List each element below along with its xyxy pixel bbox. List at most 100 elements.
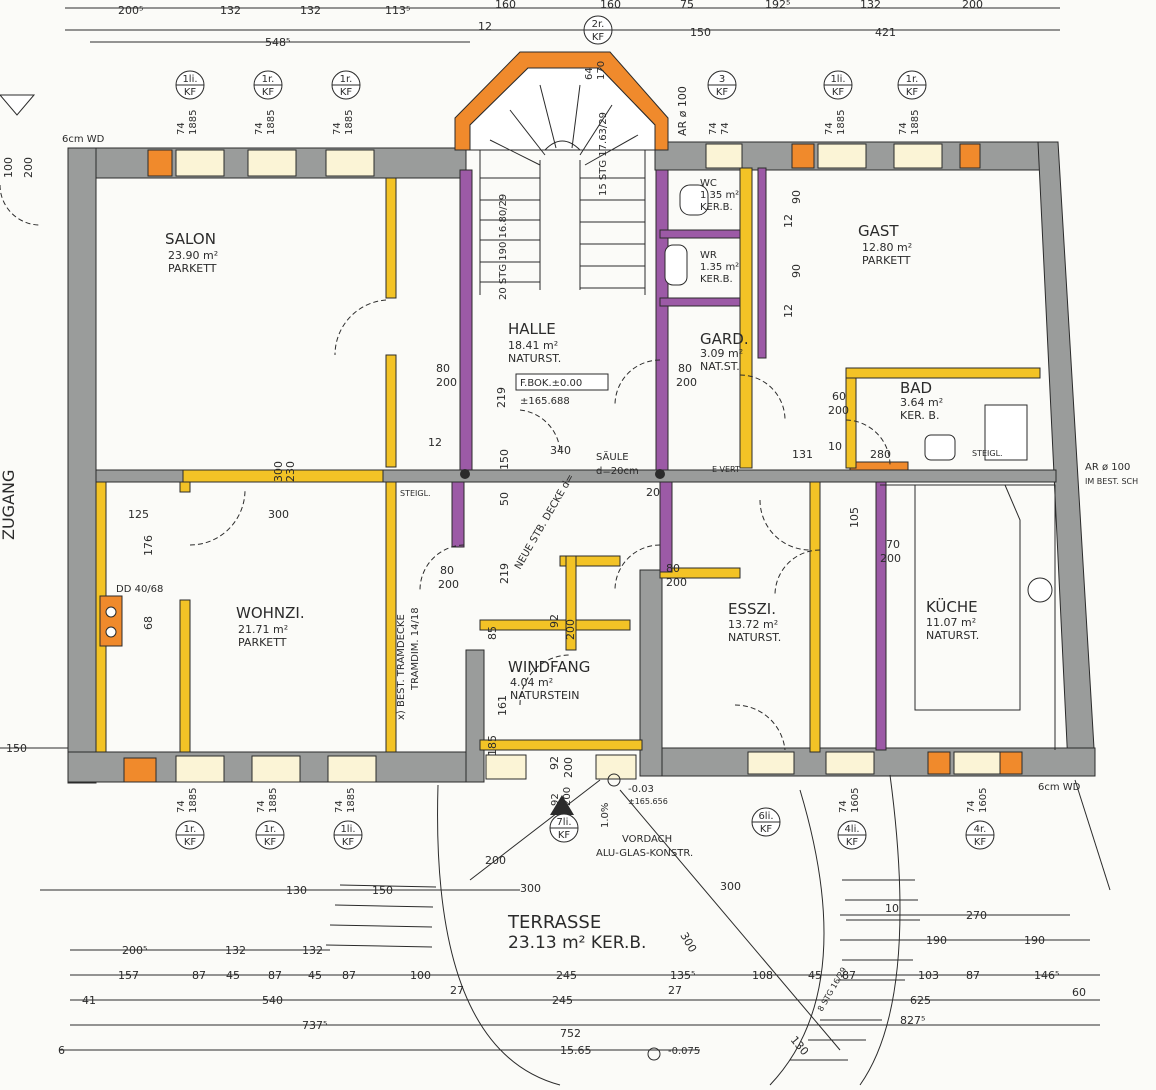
dim-label: 737⁵ (302, 1019, 327, 1032)
dim-label: 12 (782, 214, 795, 228)
dim-label: 185 (486, 735, 499, 756)
fbok-box (515, 373, 609, 391)
dim-label: 132 (302, 944, 323, 957)
room-area: 23.13 m² KER.B. (508, 933, 646, 953)
inner-dimension-labels: 125 300 176 68 340 219 12 80 200 80 200 … (2, 157, 901, 778)
ar-right-label: AR ø 100 (1085, 462, 1130, 473)
room-label-wohnzi: WOHNZI. 21.71 m² PARKETT (236, 604, 305, 649)
vordach2-label: ALU-GLAS-KONSTR. (596, 848, 693, 859)
window-tag-height: 1885 (268, 788, 279, 813)
dim-label: 131 (792, 448, 813, 461)
dim-label: 300 (268, 508, 289, 521)
room-name: WOHNZI. (236, 604, 305, 622)
window-tag-side: 4li. (844, 824, 859, 835)
level-entry-abs-label: ±165.656 (628, 797, 668, 806)
window-tag-kf: KF (342, 837, 355, 848)
window-tag-height: 200 (562, 787, 573, 806)
window-tag-side: 2r. (592, 19, 605, 30)
room-floor: NATURST. (508, 352, 561, 365)
dim-label: 27 (450, 984, 464, 997)
room-floor: PARKETT (862, 254, 911, 267)
dim-label: 92 (548, 756, 561, 770)
dim-label: 540 (262, 994, 283, 1007)
bottom-dimension-labels: 200⁵ 132 132 157 87 45 87 45 87 100 245 … (6, 742, 1086, 1058)
room-floor: PARKETT (168, 262, 217, 275)
dim-label: 200 (485, 854, 506, 867)
dim-label: 200 (564, 619, 577, 640)
wd-top-label: 6cm WD (62, 134, 105, 145)
dim-label: 200 (22, 157, 35, 178)
room-area: 4.04 m² (510, 676, 553, 689)
dim-label: 132 (225, 944, 246, 957)
chimney-flue (105, 606, 117, 618)
dim-label: 300 (720, 880, 741, 893)
window-tag-kf: KF (184, 87, 197, 98)
window-tag-side: 1r. (184, 824, 197, 835)
window-tag-width: 74 (898, 122, 909, 135)
room-name: TERRASSE (507, 912, 601, 933)
window-tag-width: 74 (824, 122, 835, 135)
dim-label: 190 (926, 934, 947, 947)
dim-label: 300 (520, 882, 541, 895)
dim-label: 161 (496, 695, 509, 716)
zugang-label: ZUGANG (0, 470, 18, 540)
room-label-gast: GAST 12.80 m² PARKETT (858, 222, 912, 267)
staircase (479, 84, 646, 295)
dim-label: 45 (308, 969, 322, 982)
window-tag-height: 1885 (344, 110, 355, 135)
dim-label: 80 (440, 564, 454, 577)
dim-label: 80 (666, 562, 680, 575)
dd-label: DD 40/68 (116, 584, 163, 595)
room-area: 18.41 m² (508, 339, 558, 352)
window-tag-side: 3 (719, 74, 725, 85)
window-tag-side: 1li. (340, 824, 355, 835)
dim-label: 200 (562, 757, 575, 778)
dim-label: 176 (142, 535, 155, 556)
window-tag-width: 74 (332, 122, 343, 135)
dim-label: 200 (436, 376, 457, 389)
room-floor: NAT.ST. (700, 360, 740, 373)
dim-label: 160 (600, 0, 621, 11)
dim-label: 80 (678, 362, 692, 375)
saeule-d-label: d=20cm (596, 466, 639, 477)
dim-label: 160 (495, 0, 516, 11)
dim-label: 230 (284, 461, 297, 482)
fbok-abs-label: ±165.688 (520, 396, 570, 407)
window-tag-kf: KF (340, 87, 353, 98)
window-tag-height: 1605 (978, 788, 989, 813)
room-label-bad: BAD 3.64 m² KER. B. (900, 379, 943, 422)
window-tag-side: 1r. (906, 74, 919, 85)
window-tag-height: 1885 (346, 788, 357, 813)
window-tag-width: 74 (334, 800, 345, 813)
stg-top-label: 15 STG 17.63/29 (598, 112, 609, 196)
room-area: 3.64 m² (900, 396, 943, 409)
dim-label: 90 (790, 264, 803, 278)
room-floor: KER.B. (700, 202, 733, 213)
level-marker-icon (607, 773, 621, 787)
dim-label: 200 (676, 376, 697, 389)
room-floor: KER. B. (900, 409, 939, 422)
level-marker-icon (647, 1047, 661, 1061)
room-label-esszi: ESSZI. 13.72 m² NATURST. (728, 600, 781, 644)
top-dimension-chain (65, 7, 1060, 43)
room-label-terrasse: TERRASSE 23.13 m² KER.B. (507, 912, 646, 953)
dim-label: 87 (342, 969, 356, 982)
dim-label: 150 (372, 884, 393, 897)
evert-label: E-VERT (712, 465, 740, 474)
dim-label: 92 (548, 614, 561, 628)
dim-label: 80 (436, 362, 450, 375)
window-tag-side: 1r. (264, 824, 277, 835)
dim-label: 200⁵ (118, 4, 143, 17)
dim-label: 68 (142, 616, 155, 630)
window-tag-kf: KF (760, 824, 773, 835)
room-floor: NATURST. (926, 629, 979, 642)
room-name: KÜCHE (926, 597, 978, 616)
window-tag-side: 7li. (556, 817, 571, 828)
dim-label: 200 (962, 0, 983, 11)
dim-label: 15.65 (560, 1044, 592, 1057)
room-area: 23.90 m² (168, 249, 218, 262)
